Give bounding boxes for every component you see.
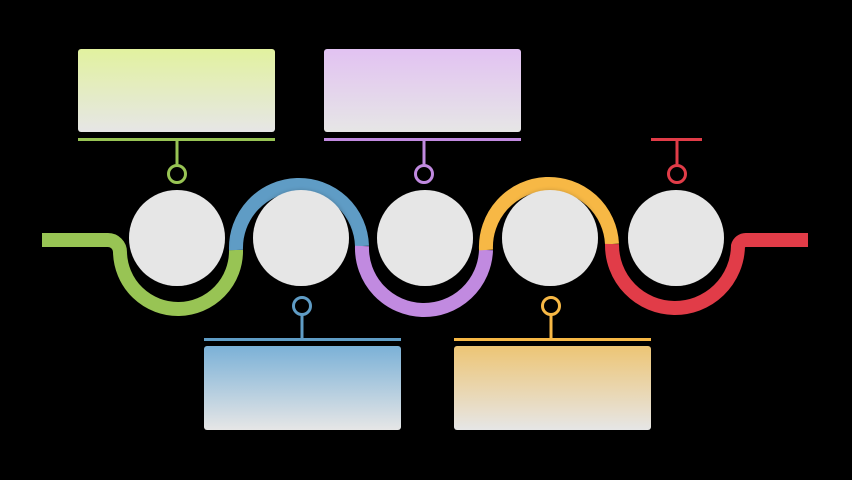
text-box-step-4[interactable] — [454, 346, 651, 430]
pin-step-4 — [541, 296, 561, 316]
step-circle-4[interactable] — [502, 190, 598, 286]
underline-step-4 — [454, 338, 651, 341]
callout-step-2 — [204, 296, 401, 430]
underline-step-2 — [204, 338, 401, 341]
pin-step-5 — [667, 164, 687, 184]
wave-segment-purple — [354, 245, 493, 317]
underline-step-5 — [651, 138, 702, 141]
wave-segment-green — [42, 233, 244, 316]
callout-step-3 — [324, 49, 521, 184]
step-circle-5[interactable] — [628, 190, 724, 286]
callout-step-5 — [651, 138, 702, 184]
pin-step-1 — [167, 164, 187, 184]
text-box-step-3[interactable] — [324, 49, 521, 132]
text-box-step-2[interactable] — [204, 346, 401, 430]
pin-step-3 — [414, 164, 434, 184]
step-circle-3[interactable] — [377, 190, 473, 286]
wave-segment-yellow — [478, 177, 619, 251]
step-circles — [129, 190, 724, 286]
wave-segment-red — [604, 233, 808, 315]
wave-track — [42, 177, 808, 317]
step-circle-2[interactable] — [253, 190, 349, 286]
step-circle-1[interactable] — [129, 190, 225, 286]
wave-segment-blue — [228, 178, 369, 251]
pin-step-2 — [292, 296, 312, 316]
underline-step-3 — [324, 138, 521, 141]
underline-step-1 — [78, 138, 275, 141]
callout-step-4 — [454, 296, 651, 430]
callout-step-1 — [78, 49, 275, 184]
text-box-step-1[interactable] — [78, 49, 275, 132]
